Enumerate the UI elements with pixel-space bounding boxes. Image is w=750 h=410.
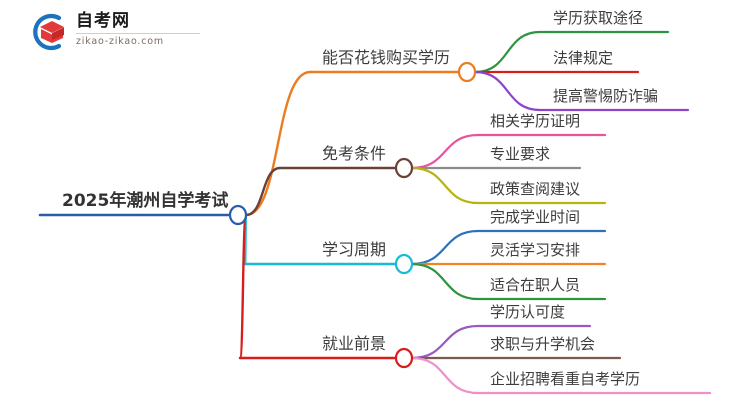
zikao-logo-icon <box>33 13 64 51</box>
leaf-node-label-3-2[interactable]: 企业招聘看重自考学历 <box>490 370 641 388</box>
leaf-node-label-0-2[interactable]: 提高警惕防诈骗 <box>553 87 659 105</box>
branch-connector-0 <box>244 70 312 217</box>
logo-subtitle: zikao-zikao.com <box>76 36 164 47</box>
logo-text-block: 自考网 zikao-zikao.com <box>76 10 206 47</box>
branch-node-2[interactable] <box>394 253 414 275</box>
leaf-connector-0-0 <box>473 30 542 74</box>
root-node-label[interactable]: 2025年潮州自学考试 <box>62 191 229 211</box>
branch-connector-1 <box>244 166 282 217</box>
logo-title: 自考网 <box>76 11 130 31</box>
branch-connector-3 <box>238 213 248 360</box>
branch-node-label-0[interactable]: 能否花钱购买学历 <box>322 48 451 67</box>
leaf-node-label-1-1[interactable]: 专业要求 <box>490 145 551 163</box>
branch-node-label-1[interactable]: 免考条件 <box>322 144 387 163</box>
leaf-node-label-3-1[interactable]: 求职与升学机会 <box>490 335 596 353</box>
leaf-node-label-1-2[interactable]: 政策查阅建议 <box>490 180 581 198</box>
leaf-node-label-2-0[interactable]: 完成学业时间 <box>490 208 581 226</box>
branch-node-3[interactable] <box>394 347 414 369</box>
leaf-node-label-0-0[interactable]: 学历获取途径 <box>553 9 644 27</box>
leaf-connector-3-0 <box>410 324 480 360</box>
leaf-connector-0-2 <box>473 70 542 112</box>
site-logo: 自考网 zikao-zikao.com <box>28 10 208 54</box>
root-node[interactable] <box>228 204 248 226</box>
leaf-connector-1-0 <box>410 133 480 170</box>
branch-node-0[interactable] <box>457 61 477 83</box>
leaf-node-label-2-1[interactable]: 灵活学习安排 <box>490 241 581 259</box>
branch-node-label-2[interactable]: 学习周期 <box>322 240 387 259</box>
leaf-connector-2-0 <box>410 229 480 266</box>
leaf-connector-2-2 <box>410 262 480 301</box>
branch-node-label-3[interactable]: 就业前景 <box>322 334 387 353</box>
leaf-node-label-2-2[interactable]: 适合在职人员 <box>490 276 581 294</box>
logo-divider <box>76 33 200 34</box>
leaf-node-label-0-1[interactable]: 法律规定 <box>553 49 614 67</box>
leaf-node-label-1-0[interactable]: 相关学历证明 <box>490 112 581 130</box>
leaf-connector-3-2 <box>410 356 480 395</box>
leaf-connector-1-2 <box>410 166 480 205</box>
branch-node-1[interactable] <box>394 157 414 179</box>
leaf-node-label-3-0[interactable]: 学历认可度 <box>490 303 566 321</box>
